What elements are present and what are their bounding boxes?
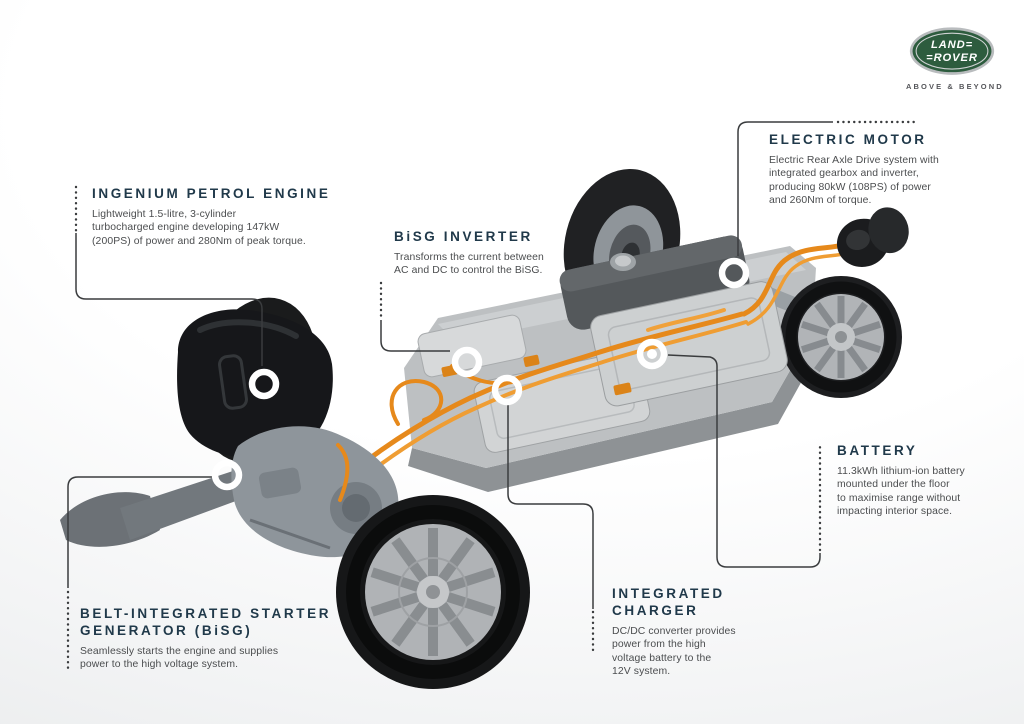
callout-belt-integrated-starter-generator: BELT-INTEGRATED STARTER GENERATOR (BiSG)…: [80, 605, 360, 672]
connector-bisg-inverter: [379, 281, 450, 352]
gearbox: [60, 426, 399, 558]
marker-bisg-inverter: [451, 346, 483, 378]
marker-integrated-charger: [491, 374, 523, 406]
callout-title-integrated-charger: INTEGRATED CHARGER: [612, 586, 725, 618]
callout-body-ingenium: Lightweight 1.5-litre, 3-cylinder turboc…: [92, 209, 306, 247]
callout-title-bisg: BELT-INTEGRATED STARTER GENERATOR (BiSG): [80, 606, 332, 638]
callout-title-ingenium: INGENIUM PETROL ENGINE: [92, 186, 331, 201]
brand-tagline: ABOVE & BEYOND: [906, 82, 1004, 91]
connector-bisg: [66, 476, 212, 670]
logo-word-bottom: =ROVER: [926, 52, 978, 64]
marker-electric-motor: [718, 257, 750, 289]
callout-electric-motor: ELECTRIC MOTOR Electric Rear Axle Drive …: [769, 131, 944, 208]
fuel-tank: [559, 235, 750, 330]
rear-right-wheel: [780, 276, 902, 398]
land-rover-logo: LAND= =ROVER: [909, 27, 995, 75]
callout-ingenium-petrol-engine: INGENIUM PETROL ENGINE Lightweight 1.5-l…: [92, 185, 352, 248]
electric-motor-unit: [836, 207, 909, 267]
callout-battery: BATTERY 11.3kWh lithium-ion battery moun…: [837, 442, 1007, 519]
connector-integrated-charger: [507, 405, 595, 654]
connector-battery: [667, 354, 822, 568]
callout-integrated-charger: INTEGRATED CHARGER DC/DC converter provi…: [612, 585, 762, 679]
callout-title-electric-motor: ELECTRIC MOTOR: [769, 132, 927, 147]
callout-body-bisg-inverter: Transforms the current between AC and DC…: [394, 252, 544, 277]
callout-body-integrated-charger: DC/DC converter provides power from the …: [612, 626, 736, 678]
callout-title-battery: BATTERY: [837, 443, 918, 458]
callout-body-bisg: Seamlessly starts the engine and supplie…: [80, 646, 279, 671]
connector-ingenium-petrol-engine: [74, 185, 263, 366]
callout-title-bisg-inverter: BiSG INVERTER: [394, 229, 533, 244]
callout-bisg-inverter: BiSG INVERTER Transforms the current bet…: [394, 228, 594, 278]
marker-ingenium-petrol-engine: [248, 368, 280, 400]
front-right-wheel: [336, 495, 530, 689]
logo-word-top: LAND=: [931, 39, 973, 51]
brand-block: LAND= =ROVER ABOVE & BEYOND: [906, 26, 1002, 91]
marker-battery: [636, 338, 668, 370]
callout-body-battery: 11.3kWh lithium-ion battery mounted unde…: [837, 466, 965, 518]
callout-body-electric-motor: Electric Rear Axle Drive system with int…: [769, 155, 939, 207]
connector-electric-motor: [737, 120, 919, 256]
marker-bisg: [211, 459, 243, 491]
